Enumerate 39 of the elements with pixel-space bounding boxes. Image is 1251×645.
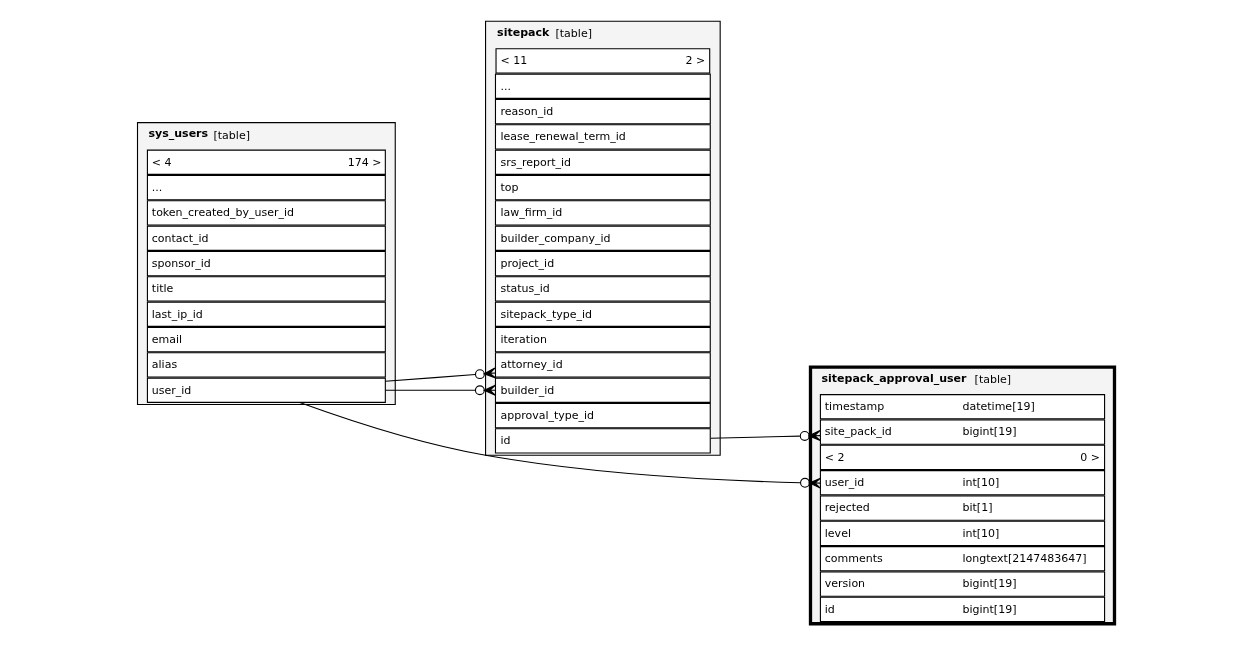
node-box: rejected bit[1] bbox=[819, 495, 1105, 521]
connector bbox=[298, 401, 821, 489]
node-box: sitepack_type_id bbox=[494, 301, 711, 327]
node-box: < 4 174 > bbox=[146, 149, 386, 175]
node-box: ... bbox=[494, 73, 711, 99]
node-box: comments longtext[2147483647] bbox=[819, 546, 1105, 572]
node-box: timestamp datetime[19] bbox=[819, 394, 1105, 420]
node-box: user_id int[10] bbox=[819, 470, 1105, 496]
connector bbox=[384, 367, 496, 382]
node-box: attorney_id bbox=[494, 352, 711, 378]
node-box: lease_renewal_term_id bbox=[494, 124, 711, 150]
node-box: version bigint[19] bbox=[819, 571, 1105, 597]
node-box: alias bbox=[146, 352, 386, 378]
node-box: last_ip_id bbox=[146, 301, 386, 327]
node-box: builder_company_id bbox=[494, 225, 711, 251]
node-box: iteration bbox=[494, 326, 711, 353]
node-box: sponsor_id bbox=[146, 250, 386, 277]
node-box: ... bbox=[146, 174, 386, 201]
node-box: id bbox=[494, 428, 711, 454]
node-box: contact_id bbox=[146, 225, 386, 251]
node-box: srs_report_id bbox=[494, 149, 711, 175]
connector bbox=[384, 384, 496, 396]
node-box: law_firm_id bbox=[494, 200, 711, 226]
node-box: user_id bbox=[146, 377, 386, 403]
node-box: top bbox=[494, 174, 711, 201]
node-box: approval_type_id bbox=[494, 402, 711, 429]
node-box: status_id bbox=[494, 276, 711, 302]
node-box: project_id bbox=[494, 250, 711, 277]
node-box: < 2 0 > bbox=[819, 444, 1105, 471]
node-box: id bigint[19] bbox=[819, 596, 1105, 623]
node-box: < 11 2 > bbox=[494, 48, 710, 74]
node-box: site_pack_id bigint[19] bbox=[819, 419, 1105, 445]
node-box: builder_id bbox=[494, 377, 711, 403]
node-box: level int[10] bbox=[819, 520, 1105, 547]
node-box: title bbox=[146, 276, 386, 302]
node-box: email bbox=[146, 326, 386, 353]
node-box: token_created_by_user_id bbox=[146, 200, 386, 226]
connector bbox=[709, 430, 821, 442]
node-box: reason_id bbox=[494, 98, 711, 125]
